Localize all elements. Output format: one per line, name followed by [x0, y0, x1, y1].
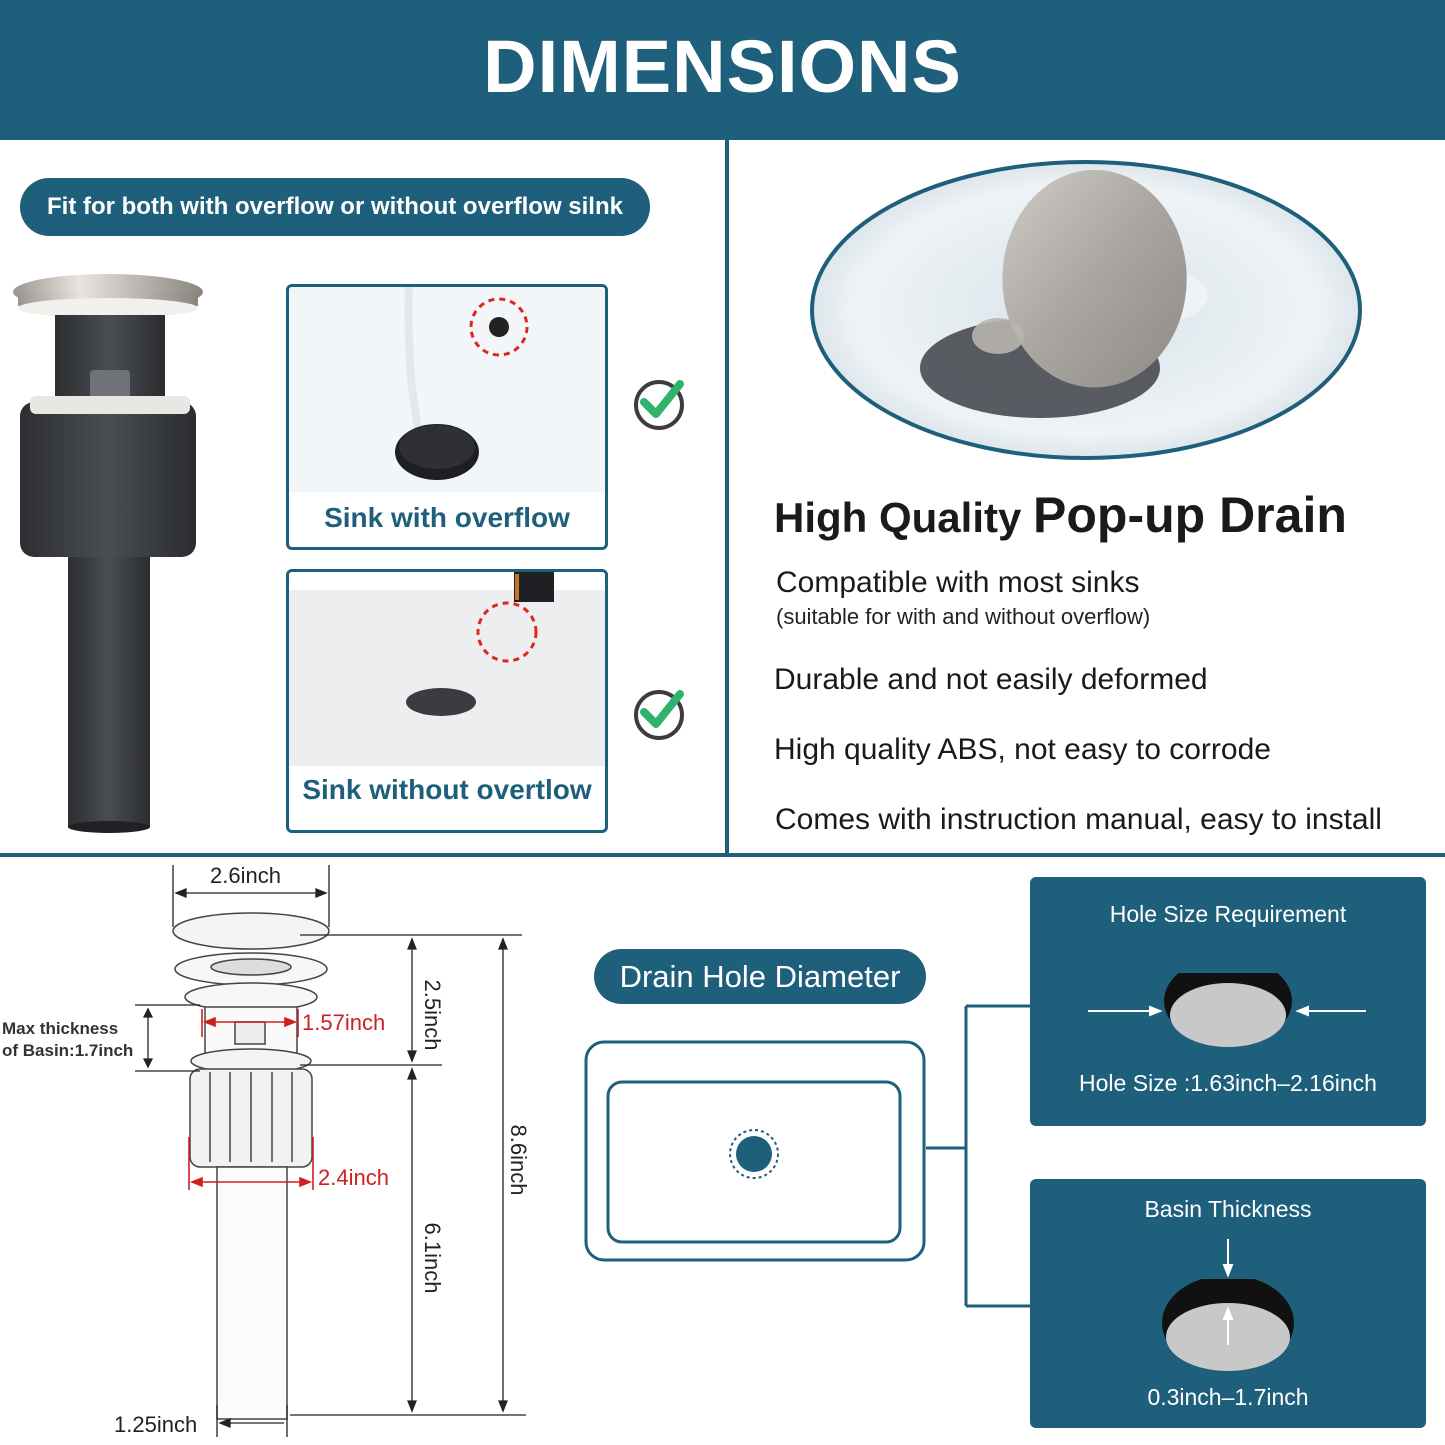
features-title-large: Pop-up Drain [1033, 487, 1347, 543]
sink-with-overflow-image [289, 287, 605, 492]
dimension-drawing [135, 865, 526, 1437]
drain-in-water-image [810, 160, 1362, 460]
sink-without-overflow-card: Sink without overtlow [286, 569, 608, 833]
lower-height-label: 6.1inch [420, 1222, 445, 1294]
check-icon [634, 690, 684, 740]
feature-item: Durable and not easily deformed [774, 663, 1208, 696]
body-width-label: 2.4inch [318, 1165, 389, 1190]
basin-thickness-diagram [1158, 1239, 1298, 1371]
hole-size-value: Hole Size :1.63inch–2.16inch [1079, 1070, 1377, 1096]
sink-without-overflow-image [289, 572, 605, 766]
fit-badge: Fit for both with overflow or without ov… [20, 178, 650, 236]
feature-item: Comes with instruction manual, easy to i… [775, 803, 1382, 836]
basin-thickness-box: Basin Thickness 0.3inch–1.7inch [1030, 1179, 1426, 1428]
feature-item: Compatible with most sinks [776, 566, 1140, 599]
upper-height-label: 2.5inch [420, 979, 445, 1051]
hole-size-title: Hole Size Requirement [1109, 901, 1347, 927]
total-height-label: 8.6inch [506, 1124, 531, 1196]
feature-note: (suitable for with and without overflow) [776, 604, 1151, 629]
tube-width-label: 1.25inch [114, 1412, 198, 1437]
features-title-small: High Quality [774, 494, 1034, 541]
hole-size-diagram [1088, 957, 1366, 1047]
sink-without-overflow-caption: Sink without overtlow [302, 774, 592, 805]
cap-width-label: 2.6inch [210, 863, 281, 888]
connector-bracket [926, 1004, 1030, 1308]
header-banner [0, 0, 1445, 140]
max-thickness-label: Max thickness of Basin:1.7inch [2, 1018, 133, 1062]
horizontal-divider [0, 853, 1445, 857]
sink-with-overflow-card: Sink with overflow [286, 284, 608, 550]
page-title: DIMENSIONS [483, 25, 962, 108]
feature-item: High quality ABS, not easy to corrode [774, 733, 1271, 766]
max-thickness-line2: of Basin:1.7inch [2, 1041, 134, 1060]
vertical-divider [725, 140, 729, 856]
sink-with-overflow-caption: Sink with overflow [324, 502, 570, 533]
drain-hole-badge: Drain Hole Diameter [594, 949, 926, 1004]
pop-up-drain-image [13, 274, 203, 833]
hole-size-box: Hole Size Requirement Hole Size :1.63inc… [1030, 877, 1426, 1126]
check-icon [634, 380, 684, 430]
max-thickness-line1: Max thickness [2, 1019, 119, 1038]
thread-width-label: 1.57inch [302, 1010, 386, 1035]
basin-thickness-value: 0.3inch–1.7inch [1147, 1384, 1309, 1410]
features-title: High Quality Pop-up Drain [774, 486, 1347, 544]
basin-thickness-title: Basin Thickness [1144, 1196, 1312, 1222]
basin-top-view [584, 1040, 926, 1262]
